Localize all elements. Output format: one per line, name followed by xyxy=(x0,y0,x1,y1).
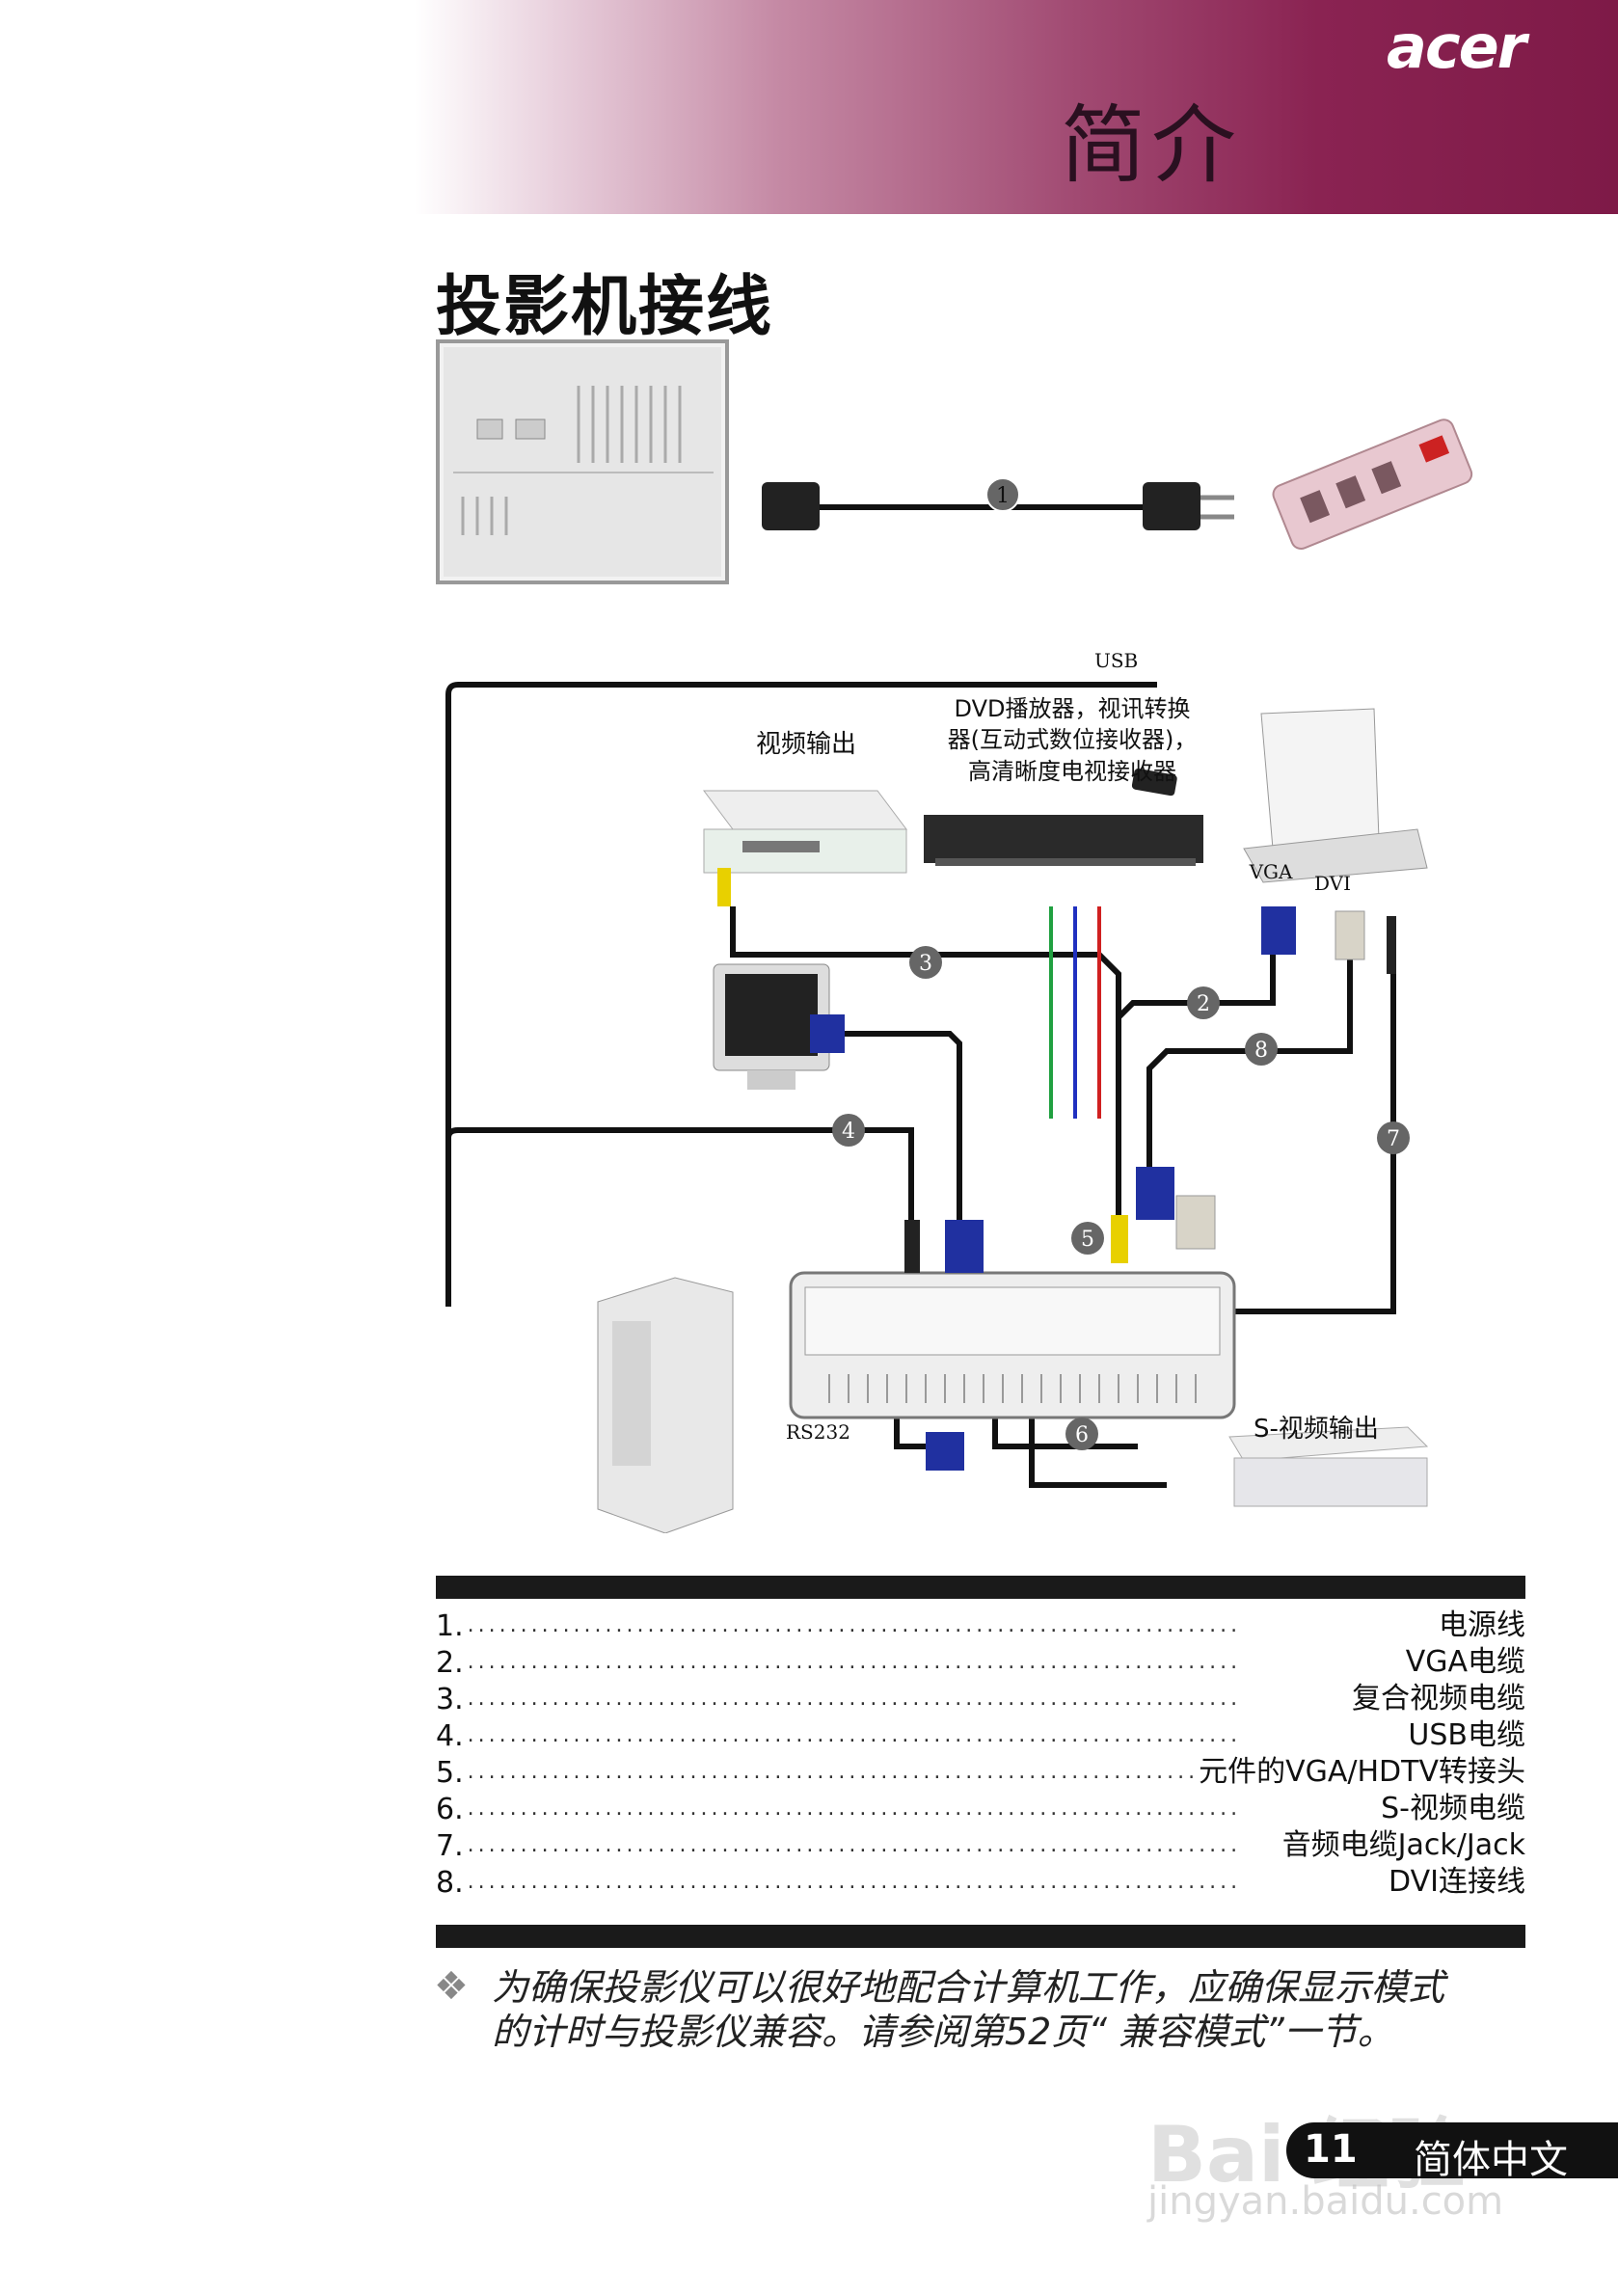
desktop-pc-image xyxy=(597,1277,734,1533)
power-cable xyxy=(762,482,1234,530)
dvd-label-line3: 高清晰度电视接收器 xyxy=(968,758,1176,785)
svg-text:2: 2 xyxy=(1197,992,1210,1016)
cable-legend: 1.......................................… xyxy=(436,1607,1525,1900)
monitor-image xyxy=(713,963,830,1090)
projector-rear-image xyxy=(789,1271,1236,1419)
legend-row: 2.......................................… xyxy=(436,1645,1525,1680)
dvd-label-line2: 器(互动式数位接收器)， xyxy=(948,726,1198,753)
baidu-watermark-url: jingyan.baidu.com xyxy=(1147,2179,1504,2224)
usb-connector-icon xyxy=(904,1220,920,1273)
rca-yellow-plug-icon xyxy=(717,868,731,906)
rs232-label: RS232 xyxy=(786,1420,850,1444)
vga-plug-icon xyxy=(1261,906,1296,955)
callout-2: 2 xyxy=(1187,986,1220,1019)
dvi-label: DVI xyxy=(1314,872,1351,895)
language-label: 简体中文 xyxy=(1414,2138,1568,2182)
composite-connector-icon xyxy=(1111,1215,1128,1263)
callout-8: 8 xyxy=(1245,1033,1278,1066)
note-line-2: 的计时与投影仪兼容。请参阅第52页“ 兼容模式”一节。 xyxy=(492,2011,1394,2053)
projector-closeup-image xyxy=(436,339,729,584)
callout-3: 3 xyxy=(909,946,942,979)
svg-text:8: 8 xyxy=(1254,1039,1268,1063)
legend-bottom-bar xyxy=(436,1925,1525,1948)
callout-5: 5 xyxy=(1071,1222,1104,1255)
usb-plug-icon xyxy=(1131,768,1177,797)
usb-label: USB xyxy=(1094,649,1138,672)
footer-tab xyxy=(1286,2122,1618,2178)
legend-row: 8.......................................… xyxy=(436,1865,1525,1900)
dvd-label-line1: DVD播放器，视讯转换 xyxy=(955,695,1191,722)
vga-label: VGA xyxy=(1249,860,1293,883)
svg-text:4: 4 xyxy=(842,1120,855,1144)
svg-text:7: 7 xyxy=(1387,1127,1400,1151)
audio-jack-icon xyxy=(1387,916,1396,974)
rs232-plug-icon xyxy=(926,1432,964,1471)
vga-connector-icon xyxy=(945,1220,984,1273)
legend-row: 3.......................................… xyxy=(436,1682,1525,1716)
connection-diagram: 1 xyxy=(436,339,1473,1533)
legend-row: 6.......................................… xyxy=(436,1792,1525,1826)
svg-text:3: 3 xyxy=(919,952,932,976)
diamond-bullet-icon: ❖ xyxy=(434,1964,469,2009)
monitor-vga-plug-icon xyxy=(810,1014,845,1053)
dvi-plug-icon xyxy=(1335,910,1365,960)
legend-row: 7.......................................… xyxy=(436,1828,1525,1863)
page-title: 简介 xyxy=(1061,95,1243,195)
note-line-1: 为确保投影仪可以很好地配合计算机工作，应确保显示模式 xyxy=(492,1966,1445,2009)
legend-top-bar xyxy=(436,1576,1525,1599)
callout-1: 1 xyxy=(985,477,1020,512)
callout-4: 4 xyxy=(832,1114,865,1147)
video-out-label: 视频输出 xyxy=(756,730,856,759)
svideo-out-label: S-视频输出 xyxy=(1254,1415,1379,1444)
svideo-player-image xyxy=(1228,1426,1429,1507)
section-title: 投影机接线 xyxy=(436,269,774,345)
legend-row: 1.......................................… xyxy=(436,1608,1525,1643)
dvd-receiver-image xyxy=(924,815,1203,866)
svg-text:1: 1 xyxy=(996,484,1010,508)
callouts: 3 2 8 4 7 5 6 xyxy=(832,946,1410,1450)
acer-logo: acer xyxy=(1387,12,1526,82)
compatibility-note: ❖ 为确保投影仪可以很好地配合计算机工作，应确保显示模式 的计时与投影仪兼容。请… xyxy=(434,1965,1524,2054)
header-banner xyxy=(415,0,1618,214)
legend-row: 4.......................................… xyxy=(436,1718,1525,1753)
laptop-image xyxy=(1243,708,1428,883)
component-vga-adapter-icon xyxy=(1136,1167,1174,1220)
page-number: 11 xyxy=(1304,2127,1358,2172)
callout-6: 6 xyxy=(1065,1418,1098,1450)
vcr-image xyxy=(703,790,907,874)
callout-7: 7 xyxy=(1377,1121,1410,1154)
svg-text:6: 6 xyxy=(1075,1423,1089,1447)
dvi-connector-icon xyxy=(1175,1195,1216,1250)
svg-text:5: 5 xyxy=(1081,1228,1094,1252)
legend-row: 5.......................................… xyxy=(436,1755,1525,1790)
power-strip-image xyxy=(1272,419,1473,551)
